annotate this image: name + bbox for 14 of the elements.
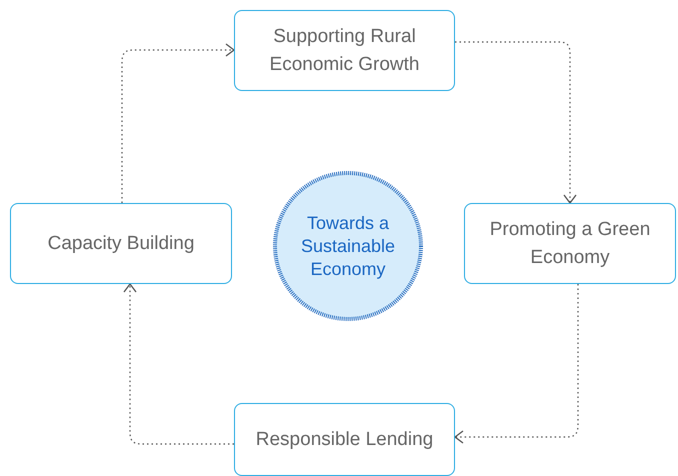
topic-box — [234, 403, 455, 476]
arrow — [121, 43, 235, 203]
topic-box — [464, 203, 676, 284]
center-circle — [272, 170, 424, 322]
node-label: Promoting a Green Economy — [488, 218, 652, 270]
node-label: Towards a Sustainable Economy — [300, 212, 396, 280]
node-label: Capacity Building — [48, 232, 194, 256]
arrow — [454, 284, 579, 444]
topic-box — [10, 203, 232, 284]
arrow — [455, 41, 577, 204]
topic-box — [234, 10, 455, 91]
node-label: Responsible Lending — [256, 428, 434, 452]
arrow — [123, 283, 234, 445]
node-label: Supporting Rural Economic Growth — [268, 24, 420, 76]
